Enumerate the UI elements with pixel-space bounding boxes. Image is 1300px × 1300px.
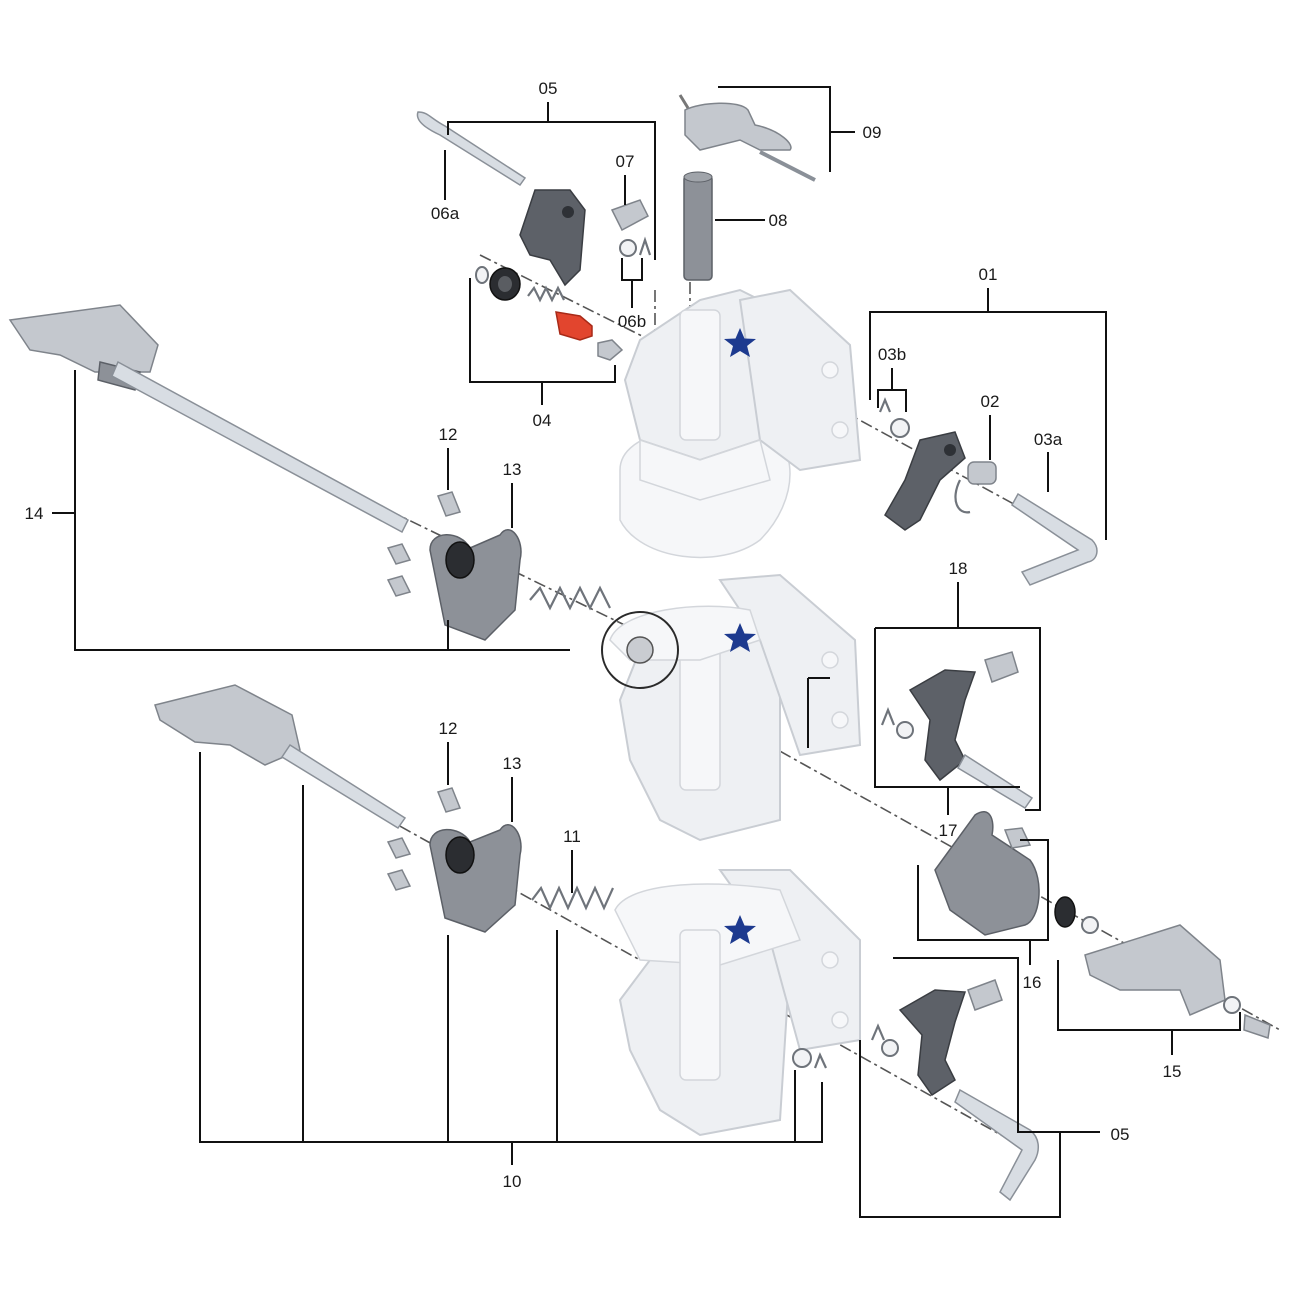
highlighted-plunger: [555, 311, 593, 341]
label-07: 07: [616, 152, 635, 171]
part-16-bracket: [934, 811, 1099, 936]
reference-stars: [724, 328, 756, 944]
label-05-top: 05: [539, 79, 558, 98]
label-06a: 06a: [431, 204, 460, 223]
part-14-pedal-assembly: [8, 304, 409, 534]
part-labels: 05 06a 07 06b 04 08 09 01 03b 02 03a 14 …: [25, 79, 1182, 1191]
label-12-top: 12: [439, 425, 458, 444]
part-02-spring: [954, 461, 997, 514]
label-02: 02: [981, 392, 1000, 411]
coupling-body-bottom: [614, 869, 861, 1137]
label-09: 09: [863, 123, 882, 142]
part-11-spring: [531, 885, 615, 911]
leader-lines: [52, 86, 1241, 1218]
part-09-cap: [678, 94, 816, 182]
part-06b-washers: [619, 236, 652, 257]
star-icon: [724, 623, 756, 652]
label-06b: 06b: [618, 312, 646, 331]
coupling-body-middle: [609, 573, 862, 842]
part-13-bracket-bottom: [429, 824, 522, 933]
label-11: 11: [563, 827, 581, 846]
star-icon: [724, 328, 756, 357]
label-03b: 03b: [878, 345, 906, 364]
label-10: 10: [503, 1172, 522, 1191]
part-04-assembly: [475, 266, 624, 361]
label-01: 01: [979, 265, 998, 284]
part-03a-handle: [1011, 492, 1098, 586]
label-14: 14: [25, 504, 44, 523]
label-04: 04: [533, 411, 552, 430]
part-05-top-lever: [519, 189, 586, 287]
washers-bottom: [792, 1048, 827, 1069]
label-16: 16: [1023, 973, 1042, 992]
part-06a-handle: [416, 111, 527, 187]
label-08: 08: [769, 211, 788, 230]
detail-circle: [601, 611, 679, 689]
part-18-assembly: [880, 651, 1034, 810]
part-12-bolts-top: [386, 491, 462, 597]
coupling-body-top: [619, 288, 862, 559]
label-13-top: 13: [503, 460, 522, 479]
part-07-pin: [610, 199, 649, 232]
part-01-lever: [884, 431, 966, 531]
star-icon: [724, 915, 756, 944]
part-08-pin: [683, 171, 713, 281]
label-03a: 03a: [1034, 430, 1063, 449]
label-13-bottom: 13: [503, 754, 522, 773]
label-12-bottom: 12: [439, 719, 458, 738]
part-05-bottom-lever: [870, 979, 1040, 1202]
part-13-bracket-top: [429, 529, 522, 641]
label-15: 15: [1163, 1062, 1182, 1081]
part-10-pedal-assembly: [154, 684, 407, 830]
part-15-pedal: [1084, 924, 1271, 1039]
part-12-bolts-bottom: [386, 787, 462, 891]
label-17: 17: [939, 821, 958, 840]
part-03b-washers: [878, 397, 910, 438]
label-05-bottom: 05: [1111, 1125, 1130, 1144]
label-18: 18: [949, 559, 968, 578]
spring-top: [529, 585, 611, 611]
